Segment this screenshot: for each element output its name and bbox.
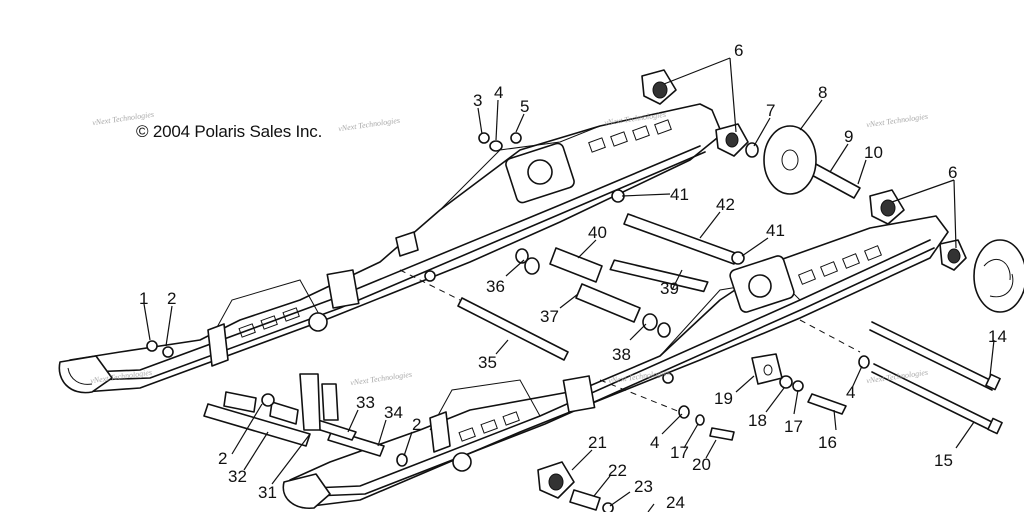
callout-33: 33 (356, 393, 375, 412)
callout-39: 39 (660, 279, 679, 298)
callout-5: 5 (520, 97, 529, 116)
callout-16: 16 (818, 433, 837, 452)
callout-15: 15 (934, 451, 953, 470)
copyright-notice: © 2004 Polaris Sales Inc. (136, 122, 323, 141)
callout-14: 14 (988, 327, 1007, 346)
callout-9: 9 (844, 127, 853, 146)
callout-41: 41 (766, 221, 785, 240)
callout-3: 3 (473, 91, 482, 110)
callout-18: 18 (748, 411, 767, 430)
callout-24: 24 (666, 493, 685, 512)
alignment-lines (399, 269, 861, 413)
callout-40: 40 (588, 223, 607, 242)
callout-6: 6 (734, 41, 743, 60)
left-rail (58, 103, 723, 394)
callout-37: 37 (540, 307, 559, 326)
callout-numbers: 1 2 3 4 5 6 7 8 9 10 6 41 42 41 40 39 36… (139, 41, 1007, 512)
callout-41: 41 (670, 185, 689, 204)
callout-1: 1 (139, 289, 148, 308)
callout-4: 4 (650, 433, 659, 452)
callout-4: 4 (846, 383, 855, 402)
right-rail (282, 215, 949, 509)
wheels-and-hardware (146, 69, 1024, 512)
callout-2: 2 (218, 449, 227, 468)
callout-4: 4 (494, 83, 503, 102)
callout-21: 21 (588, 433, 607, 452)
callout-17: 17 (784, 417, 803, 436)
callout-2: 2 (412, 415, 421, 434)
callout-31: 31 (258, 483, 277, 502)
callout-23: 23 (634, 477, 653, 496)
callout-20: 20 (692, 455, 711, 474)
callout-10: 10 (864, 143, 883, 162)
callout-35: 35 (478, 353, 497, 372)
callout-34: 34 (384, 403, 403, 422)
leader-lines (143, 57, 995, 512)
callout-7: 7 (766, 101, 775, 120)
callout-32: 32 (228, 467, 247, 486)
callout-19: 19 (714, 389, 733, 408)
shafts (203, 149, 1003, 511)
callout-22: 22 (608, 461, 627, 480)
callout-36: 36 (486, 277, 505, 296)
callout-2: 2 (167, 289, 176, 308)
callout-6: 6 (948, 163, 957, 182)
callout-42: 42 (716, 195, 735, 214)
callout-38: 38 (612, 345, 631, 364)
callout-8: 8 (818, 83, 827, 102)
callout-17: 17 (670, 443, 689, 462)
